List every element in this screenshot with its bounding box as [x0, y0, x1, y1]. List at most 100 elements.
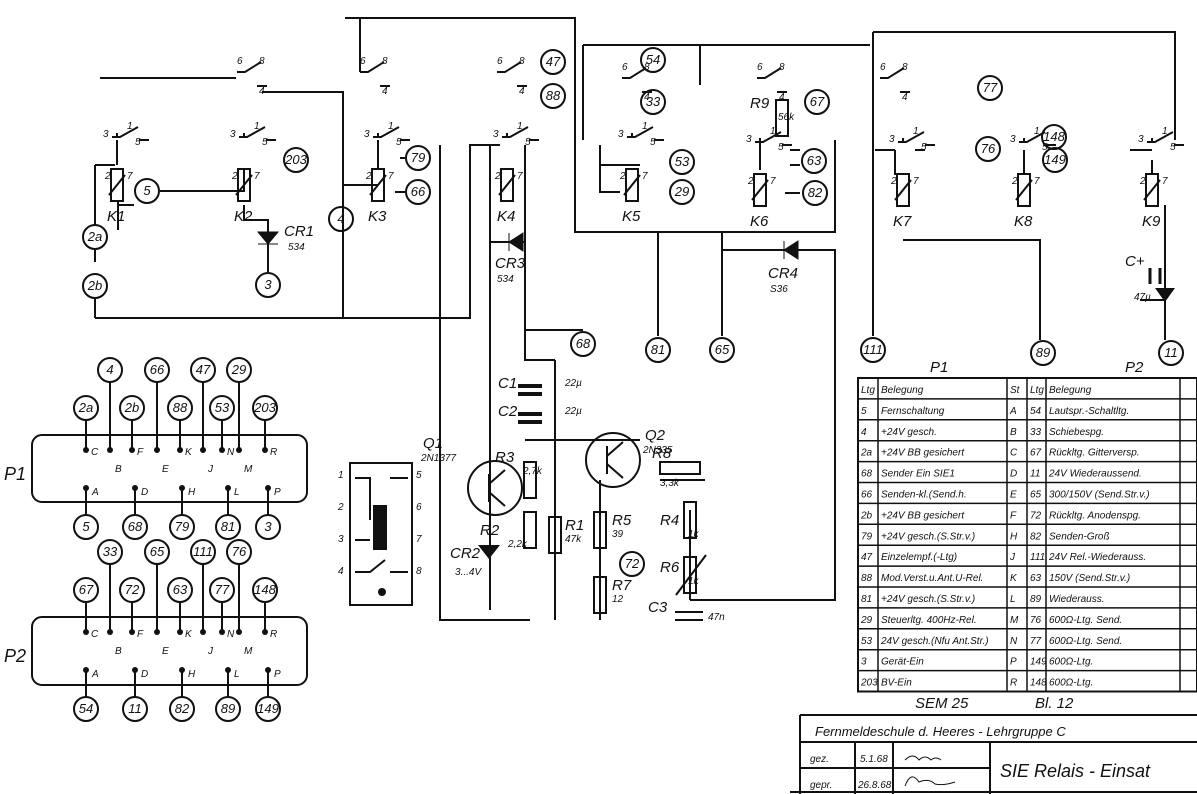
- relay-contact-icon: [112, 126, 149, 141]
- table-cell: Mod.Verst.u.Ant.U-Rel.: [881, 573, 983, 584]
- pin-letter: J: [207, 464, 214, 475]
- relay-label: K2: [234, 208, 253, 225]
- table-cell: Rückltg. Gitterversp.: [1049, 448, 1140, 459]
- table-cell: +24V BB gesichert: [881, 510, 965, 521]
- table-cell: Steuerltg. 400Hz-Rel.: [881, 615, 977, 626]
- pin-dot: [154, 629, 160, 635]
- terminal-label: 4: [337, 211, 344, 226]
- resistor-value: 2,2k: [507, 539, 528, 550]
- terminal-circle: [977, 75, 1003, 101]
- relay-pin-label: 6: [880, 62, 886, 73]
- table-cell: 600Ω-Ltg. Send.: [1049, 636, 1122, 647]
- relay-pin-label: 2: [104, 171, 111, 182]
- relay-label: K9: [1142, 213, 1161, 230]
- terminal-label: 2b: [124, 400, 139, 415]
- resistor-value: 1k: [688, 529, 700, 540]
- relay-contact-icon: [627, 126, 664, 141]
- table-cell: 149: [1030, 657, 1047, 668]
- relay-label: K8: [1014, 213, 1033, 230]
- diode-label: CR3: [495, 255, 526, 272]
- relay-pin-label: 7: [770, 176, 776, 187]
- resistor-r1: [548, 516, 562, 554]
- terminal-88: 88: [540, 83, 566, 109]
- terminal-label: 149: [257, 701, 279, 716]
- relay-pin-label: 1: [913, 126, 919, 137]
- capacitor-c4: [1148, 268, 1162, 284]
- pin-dot: [83, 447, 89, 453]
- pin-dot: [200, 629, 206, 635]
- diode-label: CR1: [284, 223, 314, 240]
- terminal-circle: [122, 514, 148, 540]
- sheet-model: SEM 25: [915, 695, 969, 712]
- coil-diagonal: [1015, 179, 1033, 201]
- checked-date: 26.8.68: [857, 780, 892, 791]
- terminal-203: 203: [283, 147, 309, 173]
- table-header: Belegung: [881, 385, 924, 396]
- terminal-63: 63: [801, 148, 827, 174]
- terminal-label: 47: [196, 362, 211, 377]
- relay-pin-label: 1: [388, 121, 394, 132]
- table-cell: 4: [861, 427, 867, 438]
- p2-terminal-11: 11: [122, 696, 148, 722]
- pin-letter: H: [188, 669, 196, 680]
- diode-type: S36: [770, 284, 788, 295]
- coil-diagonal: [623, 174, 641, 196]
- terminal-label: 203: [253, 400, 276, 415]
- diode-label: CR4: [768, 265, 798, 282]
- resistor-r5: [593, 511, 607, 549]
- terminal-label: 3: [264, 519, 272, 534]
- transistor-q1: [467, 460, 523, 516]
- relay-pin-label: 7: [127, 171, 133, 182]
- table-cell: H: [1010, 531, 1018, 542]
- terminal-label: 77: [983, 80, 998, 95]
- p1-terminal-4: 4: [97, 357, 123, 383]
- p1-terminal-68: 68: [122, 514, 148, 540]
- connector-p2-label: P2: [4, 646, 26, 666]
- p2-terminal-67: 67: [73, 577, 99, 603]
- relay-contact-icon: [1147, 131, 1184, 146]
- p2-terminal-111: 111: [190, 539, 216, 565]
- p2-terminal-76: 76: [226, 539, 252, 565]
- terminal-circle: [669, 149, 695, 175]
- relay-pin-label: 6: [757, 62, 763, 73]
- terminal-circle: [82, 224, 108, 250]
- relay-pin-label: 7: [642, 171, 648, 182]
- p2-terminal-72: 72: [119, 577, 145, 603]
- pin-dot: [177, 629, 183, 635]
- relay-coil-icon: [371, 168, 385, 202]
- terminal-label: 72: [125, 582, 140, 597]
- table-cell: Sender Ein SIE1: [881, 469, 955, 480]
- terminal-circle: [73, 696, 99, 722]
- p2-terminal-89: 89: [215, 696, 241, 722]
- diode-cr1: [256, 231, 280, 245]
- relay-pin-label: 1: [770, 126, 776, 137]
- table-cell: 2b: [860, 510, 873, 521]
- terminal-circle: [405, 179, 431, 205]
- relay-pin-label: 3: [1010, 134, 1016, 145]
- terminal-label: 67: [79, 582, 94, 597]
- relay-pin-label: 5: [1170, 142, 1176, 153]
- terminal-67: 67: [804, 89, 830, 115]
- terminal-label: 68: [576, 336, 591, 351]
- terminal-label: 3: [264, 277, 272, 292]
- relay-pin-label: 7: [1034, 176, 1040, 187]
- terminal-label: 11: [1164, 345, 1178, 360]
- p2-terminal-33: 33: [97, 539, 123, 565]
- terminal-circle: [255, 696, 281, 722]
- relay-pin-label: 1: [254, 121, 260, 132]
- zener-diode-icon: [478, 545, 500, 559]
- diode-type: 534: [288, 242, 305, 253]
- terminal-label: 4: [106, 362, 113, 377]
- terminal-circle: [1158, 340, 1184, 366]
- terminal-label: 89: [221, 701, 235, 716]
- relay-coil-icon: [500, 168, 514, 202]
